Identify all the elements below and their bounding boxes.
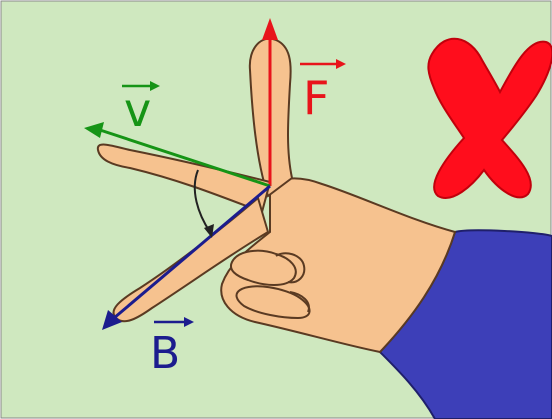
field-label: B — [150, 328, 180, 379]
velocity-label: v — [124, 83, 151, 137]
force-label: F — [303, 71, 329, 125]
